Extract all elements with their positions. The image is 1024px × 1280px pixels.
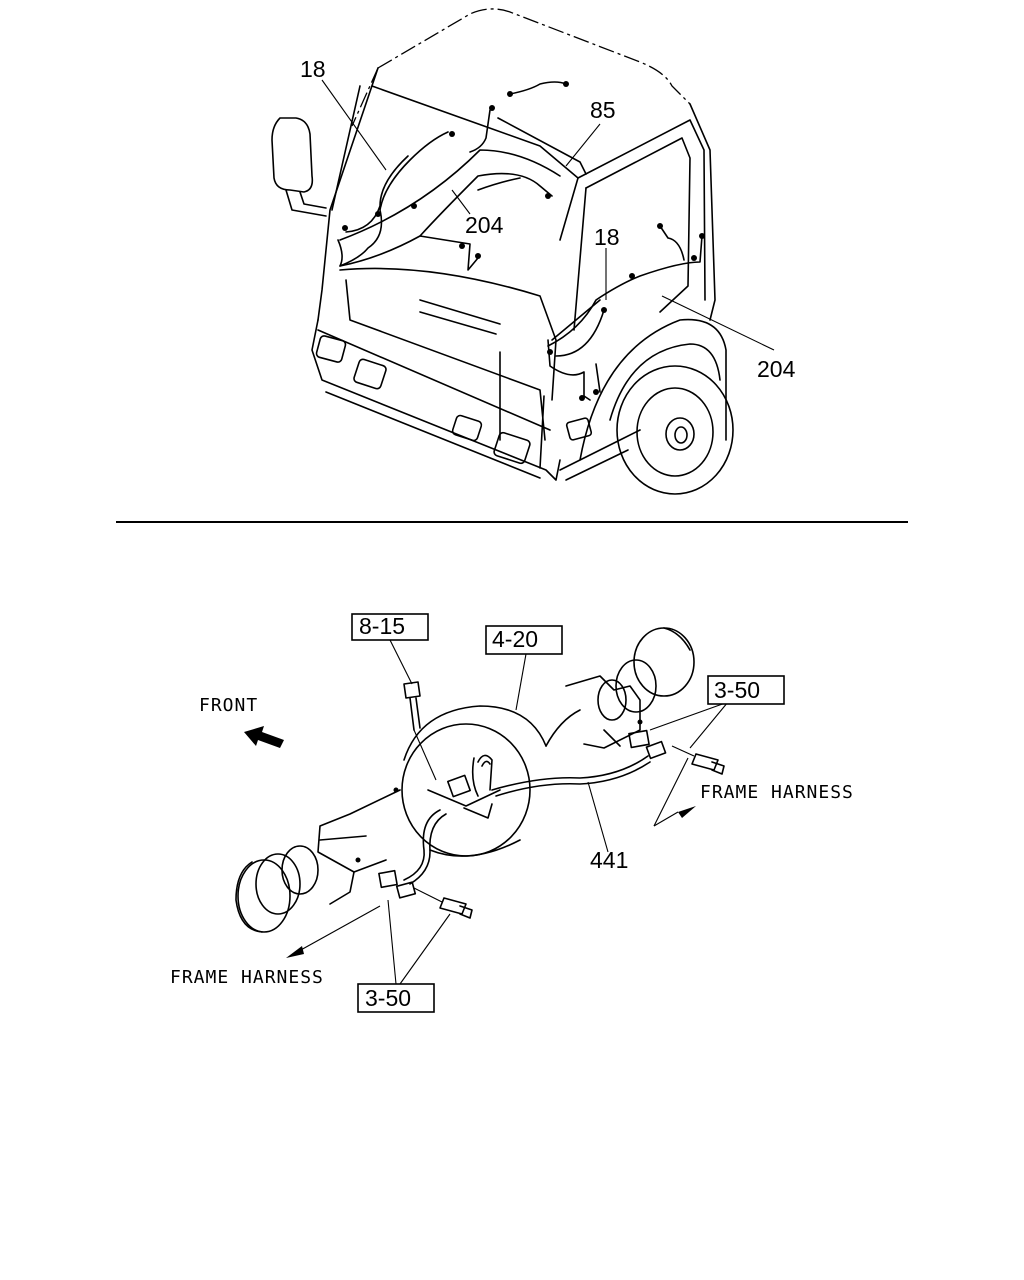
front-label: FRONT bbox=[199, 695, 258, 716]
cab-wiring-harness bbox=[337, 81, 705, 401]
callout-204-right: 204 bbox=[757, 356, 796, 382]
ref-3-50-left: 3-50 bbox=[365, 985, 411, 1011]
frame-harness-left-label: FRAME HARNESS bbox=[170, 967, 324, 988]
ref-box-3-50-left bbox=[357, 983, 435, 1013]
frame-harness-right-arrow-icon bbox=[678, 806, 696, 818]
ref-3-50-right: 3-50 bbox=[714, 677, 760, 703]
rear-axle-drawing bbox=[235, 627, 725, 933]
truck-cab-drawing bbox=[271, 8, 734, 495]
ref-box-3-50-right bbox=[707, 675, 785, 705]
frame-harness-left-arrow-icon bbox=[286, 946, 304, 958]
frame-harness-right-label: FRAME HARNESS bbox=[700, 782, 854, 803]
callout-204-left: 204 bbox=[465, 212, 504, 238]
ref-box-8-15 bbox=[351, 613, 429, 641]
top-leader-lines bbox=[321, 79, 775, 351]
ref-8-15: 8-15 bbox=[359, 613, 405, 639]
front-arrow-icon bbox=[244, 726, 284, 748]
bottom-leader-lines bbox=[289, 639, 729, 985]
callout-18-right: 18 bbox=[594, 224, 620, 250]
ref-box-4-20 bbox=[485, 625, 563, 655]
callout-441: 441 bbox=[590, 847, 628, 873]
callout-85-roof: 85 bbox=[590, 97, 616, 123]
ref-4-20: 4-20 bbox=[492, 626, 538, 652]
callout-18-left: 18 bbox=[300, 56, 326, 82]
